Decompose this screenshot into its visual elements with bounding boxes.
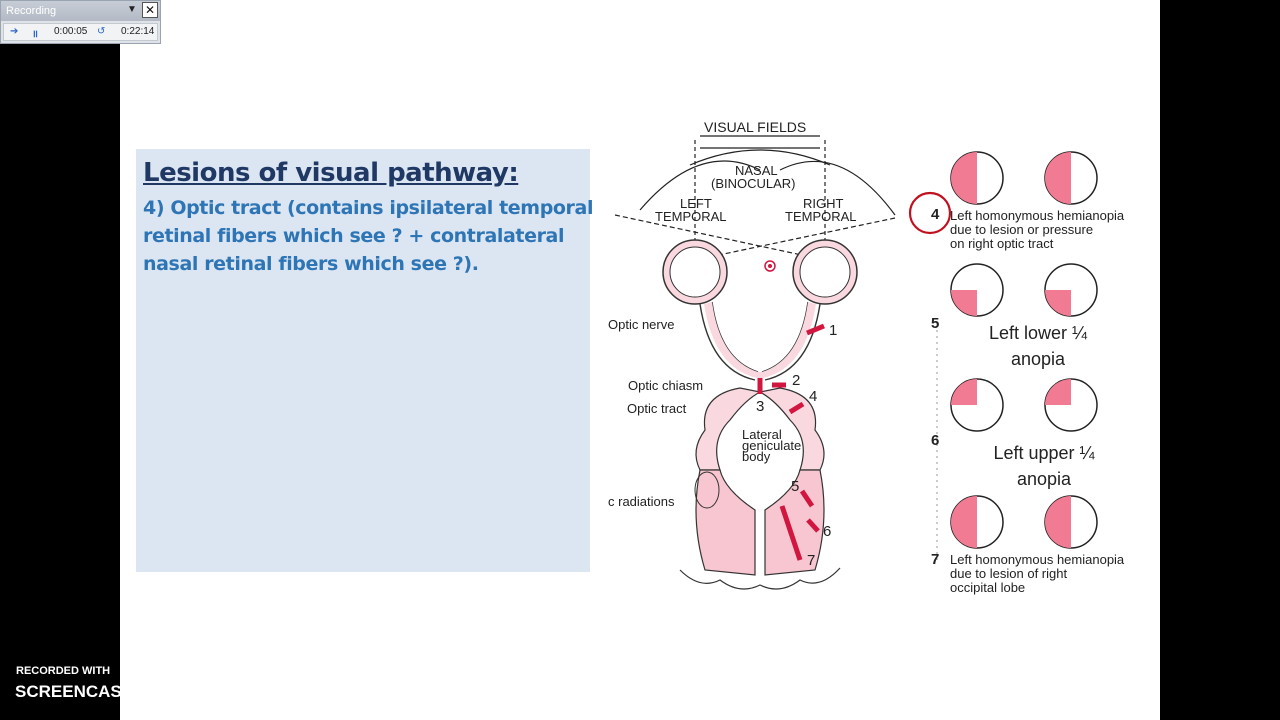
recording-title: Recording xyxy=(6,5,57,17)
quad-5-text: Left lower ¼ anopia xyxy=(952,320,1124,372)
recording-panel: Recording ▼ ✕ ➔ ॥ 0:00:05 ↺ 0:22:14 xyxy=(0,0,161,44)
lesion-num-7: 7 xyxy=(807,552,816,569)
quad-5-l2: anopia xyxy=(1010,349,1066,369)
lgb-l2: geniculate xyxy=(742,438,802,453)
quad-6-l1: Left upper ¼ xyxy=(993,443,1095,463)
field-num-4: 4 xyxy=(931,206,940,223)
defect-4-l1: Left homonymous hemianopia xyxy=(950,208,1125,223)
lesion-num-6: 6 xyxy=(823,523,832,540)
cursor-marker xyxy=(764,260,776,272)
defect-7-l3: occipital lobe xyxy=(950,580,1026,595)
quad-5-l1: Left lower ¼ xyxy=(988,323,1088,343)
selected-4-circle xyxy=(908,191,952,235)
elapsed-time: 0:00:05 xyxy=(54,26,88,37)
lesion-6 xyxy=(806,518,820,533)
play-icon[interactable]: ➔ xyxy=(10,26,19,37)
body-line-3: nasal retinal fibers which see ?). xyxy=(143,253,479,275)
binocular-label: (BINOCULAR) xyxy=(711,176,796,191)
lgb-label: Lateral geniculate body xyxy=(742,427,802,464)
lesion-num-2: 2 xyxy=(792,372,801,389)
pause-icon[interactable]: ॥ xyxy=(32,29,38,40)
lesion-num-5: 5 xyxy=(791,478,800,495)
visual-fields-label: VISUAL FIELDS xyxy=(704,119,807,135)
quad-6-text: Left upper ¼ anopia xyxy=(955,440,1133,492)
lesion-num-4: 4 xyxy=(809,388,818,405)
right-field-arc xyxy=(779,160,896,216)
visual-pathway-diagram xyxy=(614,135,1098,590)
defect-4-l2: due to lesion or pressure xyxy=(950,222,1094,237)
lesion-num-1: 1 xyxy=(829,322,838,339)
undo-icon[interactable]: ↺ xyxy=(97,26,106,37)
nasal-arc xyxy=(689,149,831,166)
field-row-5 xyxy=(950,263,1098,317)
watermark-brand-a: SCREENCAST xyxy=(15,682,133,701)
quad-6-l2: anopia xyxy=(1016,469,1072,489)
defect-4-text: Left homonymous hemianopia due to lesion… xyxy=(950,209,1124,251)
left-temporal-l1: LEFT xyxy=(680,196,712,211)
lesion-1 xyxy=(806,323,825,336)
close-icon[interactable]: ✕ xyxy=(142,2,158,18)
lesion-5 xyxy=(799,489,815,508)
optic-nerve-label: Optic nerve xyxy=(608,317,675,332)
field-row-6 xyxy=(950,378,1098,432)
recording-titlebar[interactable]: Recording ▼ ✕ xyxy=(1,1,160,21)
left-temporal-l2: TEMPORAL xyxy=(655,209,727,224)
right-temporal-l1: RIGHT xyxy=(803,196,844,211)
watermark-brand-b: MATIC xyxy=(165,682,218,701)
defect-7-text: Left homonymous hemianopia due to lesion… xyxy=(950,553,1124,595)
left-field-arc xyxy=(639,160,761,211)
defect-4-l3: on right optic tract xyxy=(950,236,1054,251)
optic-chiasm-label: Optic chiasm xyxy=(628,378,704,393)
body-line-2: retinal fibers which see ? + contralater… xyxy=(143,225,565,247)
recording-controls: ➔ ॥ 0:00:05 ↺ 0:22:14 xyxy=(3,23,158,41)
chevron-down-icon[interactable]: ▼ xyxy=(127,4,137,15)
field-row-7 xyxy=(950,495,1098,549)
screencast-logo-icon xyxy=(130,678,160,708)
lesion-4 xyxy=(788,401,805,415)
lgb-l3: body xyxy=(742,449,771,464)
text-panel xyxy=(136,149,590,572)
body-line-1: 4) Optic tract (contains ipsilateral tem… xyxy=(143,197,594,219)
field-num-6: 6 xyxy=(931,432,940,449)
watermark-recorded-with: RECORDED WITH xyxy=(16,665,111,677)
field-row-4 xyxy=(950,151,1098,205)
slide-heading: Lesions of visual pathway: xyxy=(143,158,519,188)
optic-tract-label: Optic tract xyxy=(627,401,687,416)
lesion-num-3: 3 xyxy=(756,398,765,415)
field-num-7: 7 xyxy=(931,551,940,568)
lgb-l1: Lateral xyxy=(742,427,782,442)
defect-7-l1: Left homonymous hemianopia xyxy=(950,552,1125,567)
field-num-5: 5 xyxy=(931,315,940,332)
radiations-label: c radiations xyxy=(608,494,675,509)
nasal-label: NASAL xyxy=(735,163,778,178)
remaining-time: 0:22:14 xyxy=(121,26,155,37)
lesion-7 xyxy=(779,505,803,561)
right-temporal-l2: TEMPORAL xyxy=(785,209,857,224)
defect-7-l2: due to lesion of right xyxy=(950,566,1068,581)
